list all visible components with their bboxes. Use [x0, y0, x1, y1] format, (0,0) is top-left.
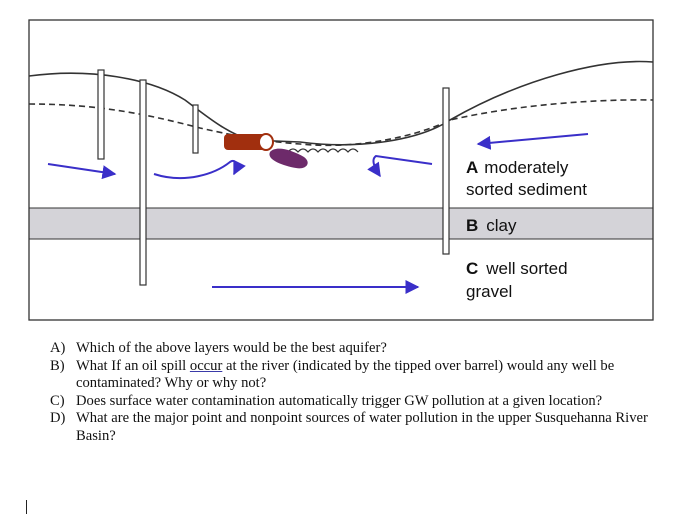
question-letter: A) [50, 340, 66, 356]
layer-a-label-line2: sorted sediment [466, 180, 587, 199]
question-list: A) Which of the above layers would be th… [50, 340, 660, 445]
barrel-icon [224, 133, 274, 151]
flow-arrow-curved-left [153, 159, 246, 180]
text-cursor [26, 500, 27, 514]
land-surface [28, 60, 654, 146]
clay-layer [28, 207, 654, 240]
question-letter: B) [50, 357, 65, 374]
question-c: C) Does surface water contamination auto… [50, 393, 660, 411]
layer-c-label-line2: gravel [466, 282, 512, 301]
question-letter: D) [50, 410, 66, 426]
flow-arrow-right-to-river [367, 154, 433, 178]
diagram-frame [28, 19, 654, 321]
question-a: A) Which of the above layers would be th… [50, 340, 660, 358]
question-text: Does surface water contamination automat… [76, 392, 603, 409]
river-surface [287, 148, 359, 153]
question-text: What If an oil spill [76, 357, 190, 374]
question-d: D) What are the major point and nonpoint… [50, 410, 660, 445]
flow-arrow-upper-right [476, 133, 589, 150]
question-text-cont: at the river (indicated by the tipped ov… [76, 357, 615, 392]
flow-arrow-left [47, 163, 117, 180]
question-text: Which of the above layers would be the b… [76, 340, 387, 356]
well-shallow-left [97, 69, 105, 160]
well-near-river [192, 104, 199, 154]
question-text: What are the major point and nonpoint so… [76, 410, 648, 444]
question-letter: C) [50, 392, 65, 409]
flagged-word[interactable]: occur [189, 357, 223, 374]
well-deep-left [139, 79, 147, 286]
water-table [28, 99, 654, 147]
question-b: B) What If an oil spill occur at the riv… [50, 358, 660, 393]
oil-spill [269, 148, 308, 169]
well-right [442, 87, 450, 255]
